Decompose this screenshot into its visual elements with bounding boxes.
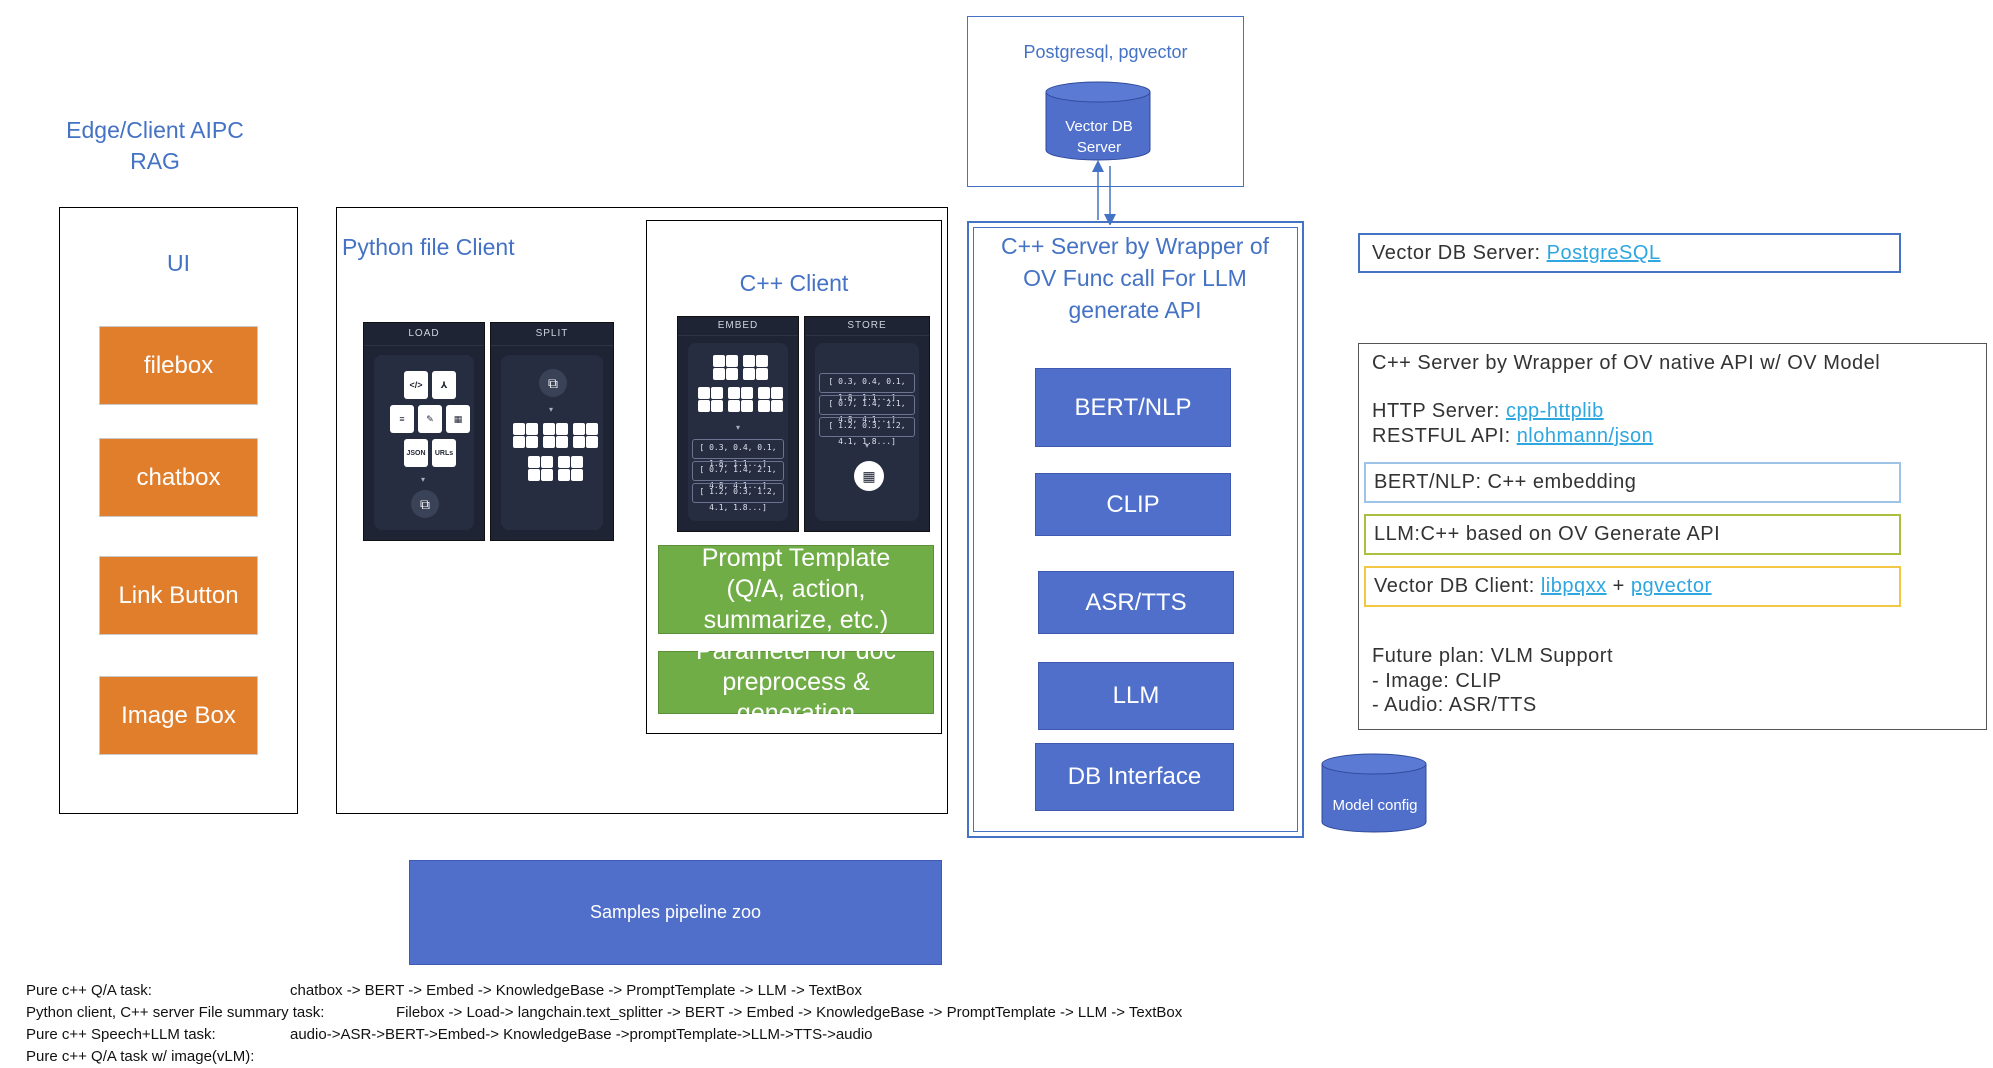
diagram-title: Edge/Client AIPC RAG <box>50 115 260 177</box>
vector-db-label: Vector DB Server <box>1065 118 1133 156</box>
server-details-title: C++ Server by Wrapper of OV native API w… <box>1372 352 1881 374</box>
table-file-icon: ▦ <box>446 405 470 433</box>
model-config-label: Model config <box>1332 797 1418 814</box>
future-plan-line2: - Image: CLIP <box>1372 670 1502 692</box>
load-panel: LOAD </> ⅄ ≡ ✎ ▦ JSON URLs ▾ ⧉ <box>363 322 485 541</box>
task-name: Pure c++ Speech+LLM task: <box>26 1026 216 1043</box>
server-details-box <box>1358 343 1987 730</box>
code-file-icon: </> <box>404 371 428 399</box>
future-plan-line1: Future plan: VLM Support <box>1372 645 1614 667</box>
http-server-line: HTTP Server: cpp-httplib <box>1372 400 1604 423</box>
llm-generate-box: LLM:C++ based on OV Generate API <box>1364 514 1901 555</box>
filebox-button[interactable]: filebox <box>99 326 258 405</box>
parameter-block: Parameter for doc preprocess & generatio… <box>658 637 934 727</box>
future-plan-line3: - Audio: ASR/TTS <box>1372 694 1537 716</box>
libpqxx-link[interactable]: libpqxx <box>1540 575 1607 597</box>
split-panel-title: SPLIT <box>491 323 613 346</box>
database-icon: ▦ <box>854 461 884 491</box>
embed-panel-title: EMBED <box>678 317 798 336</box>
embedding-vector: [ 0.3, 0.4, 0.1, 1.8, 1.1...] <box>692 439 784 468</box>
chunk-grid-icon <box>698 355 783 419</box>
store-panel-title: STORE <box>805 317 929 336</box>
server-outer <box>967 221 1304 838</box>
store-panel-inner: [ 0.3, 0.4, 0.1, 1.8, 1.1...] [ 0.7, 1.4… <box>815 343 919 521</box>
json-file-icon: JSON <box>404 439 428 467</box>
vector-db-client-box: Vector DB Client: libpqxx + pgvector <box>1364 566 1901 607</box>
task-flow: chatbox -> BERT -> Embed -> KnowledgeBas… <box>290 982 862 999</box>
embedding-vector: [ 0.7, 1.4, 2.1, 4.8, 4.1...] <box>692 461 784 490</box>
embedding-vector: [ 1.2, 0.3, 1.2, 4.1, 1.8...] <box>692 483 784 512</box>
split-panel: SPLIT ⧉ ▾ <box>490 322 614 541</box>
llm-module: LLM <box>1038 662 1234 730</box>
copy-icon: ⧉ <box>411 490 439 518</box>
load-panel-inner: </> ⅄ ≡ ✎ ▦ JSON URLs ▾ ⧉ <box>374 355 474 530</box>
load-panel-title: LOAD <box>364 323 484 346</box>
task-flow: audio->ASR->BERT->Embed-> KnowledgeBase … <box>290 1026 873 1043</box>
copy-icon: ⧉ <box>539 369 567 397</box>
prompt-template-block: Prompt Template (Q/A, action, summarize,… <box>658 544 934 634</box>
urls-file-icon: URLs <box>432 439 456 467</box>
pdf-file-icon: ⅄ <box>432 371 456 399</box>
vector-db-client-prefix: Vector DB Client: <box>1374 575 1541 597</box>
vector-db-server-box: Vector DB Server: PostgreSQL <box>1358 233 1901 273</box>
task-name: Pure c++ Q/A task w/ image(vLM): <box>26 1048 255 1065</box>
db-server-arrows <box>1092 160 1116 225</box>
edit-file-icon: ✎ <box>418 405 442 433</box>
server-inner <box>973 227 1298 832</box>
embed-panel-inner: ▾ [ 0.3, 0.4, 0.1, 1.8, 1.1...] [ 0.7, 1… <box>688 343 788 521</box>
image-box-button[interactable]: Image Box <box>99 676 258 755</box>
nlohmann-json-link[interactable]: nlohmann/json <box>1516 425 1654 447</box>
cpp-client-label: C++ Client <box>739 270 849 296</box>
http-server-prefix: HTTP Server: <box>1372 400 1506 422</box>
restful-api-line: RESTFUL API: nlohmann/json <box>1372 425 1653 448</box>
stored-vector: [ 1.2, 0.3, 1.2, 4.1, 1.8...] <box>819 417 915 446</box>
arrow-down-icon: ▾ <box>736 423 741 432</box>
arrow-down-icon: ▾ <box>865 441 870 450</box>
cpp-httplib-link[interactable]: cpp-httplib <box>1505 400 1604 422</box>
asr-tts-module: ASR/TTS <box>1038 571 1234 634</box>
python-client-label: Python file Client <box>342 234 515 260</box>
restful-api-prefix: RESTFUL API: <box>1372 425 1517 447</box>
samples-pipeline-zoo: Samples pipeline zoo <box>409 860 942 965</box>
clip-module: CLIP <box>1035 473 1231 536</box>
split-panel-inner: ⧉ ▾ <box>501 355 603 530</box>
embed-panel: EMBED ▾ [ 0.3, 0.4, 0.1, 1.8, 1.1...] [ … <box>677 316 799 532</box>
title-line1: Edge/Client AIPC <box>66 117 244 143</box>
db-interface-module: DB Interface <box>1035 743 1234 811</box>
arrow-down-icon: ▾ <box>549 405 554 414</box>
server-label: C++ Server by Wrapper of OV Func call Fo… <box>1000 233 1270 323</box>
model-config-cylinder <box>1321 753 1427 833</box>
vector-db-server-prefix: Vector DB Server: <box>1372 242 1547 264</box>
postgresql-link[interactable]: PostgreSQL <box>1546 242 1661 264</box>
store-panel: STORE [ 0.3, 0.4, 0.1, 1.8, 1.1...] [ 0.… <box>804 316 930 532</box>
title-line2: RAG <box>130 148 180 174</box>
task-name: Python client, C++ server File summary t… <box>26 1004 325 1021</box>
stored-vector: [ 0.7, 1.4, 2.1, 4.8, 4.1...] <box>819 395 915 424</box>
task-flow: Filebox -> Load-> langchain.text_splitte… <box>396 1004 1183 1021</box>
bert-embedding-box: BERT/NLP: C++ embedding <box>1364 462 1901 503</box>
link-button[interactable]: Link Button <box>99 556 258 635</box>
chatbox-button[interactable]: chatbox <box>99 438 258 517</box>
task-name: Pure c++ Q/A task: <box>26 982 152 999</box>
text-file-icon: ≡ <box>390 405 414 433</box>
pgvector-link[interactable]: pgvector <box>1630 575 1712 597</box>
arrow-down-icon: ▾ <box>421 475 426 484</box>
postgres-container <box>967 16 1244 187</box>
bert-nlp-module: BERT/NLP <box>1035 368 1231 447</box>
chunk-grid-icon <box>513 423 598 493</box>
ui-label: UI <box>167 250 190 276</box>
plus-sign: + <box>1606 575 1631 597</box>
postgres-label: Postgresql, pgvector <box>1023 42 1188 62</box>
stored-vector: [ 0.3, 0.4, 0.1, 1.8, 1.1...] <box>819 373 915 402</box>
